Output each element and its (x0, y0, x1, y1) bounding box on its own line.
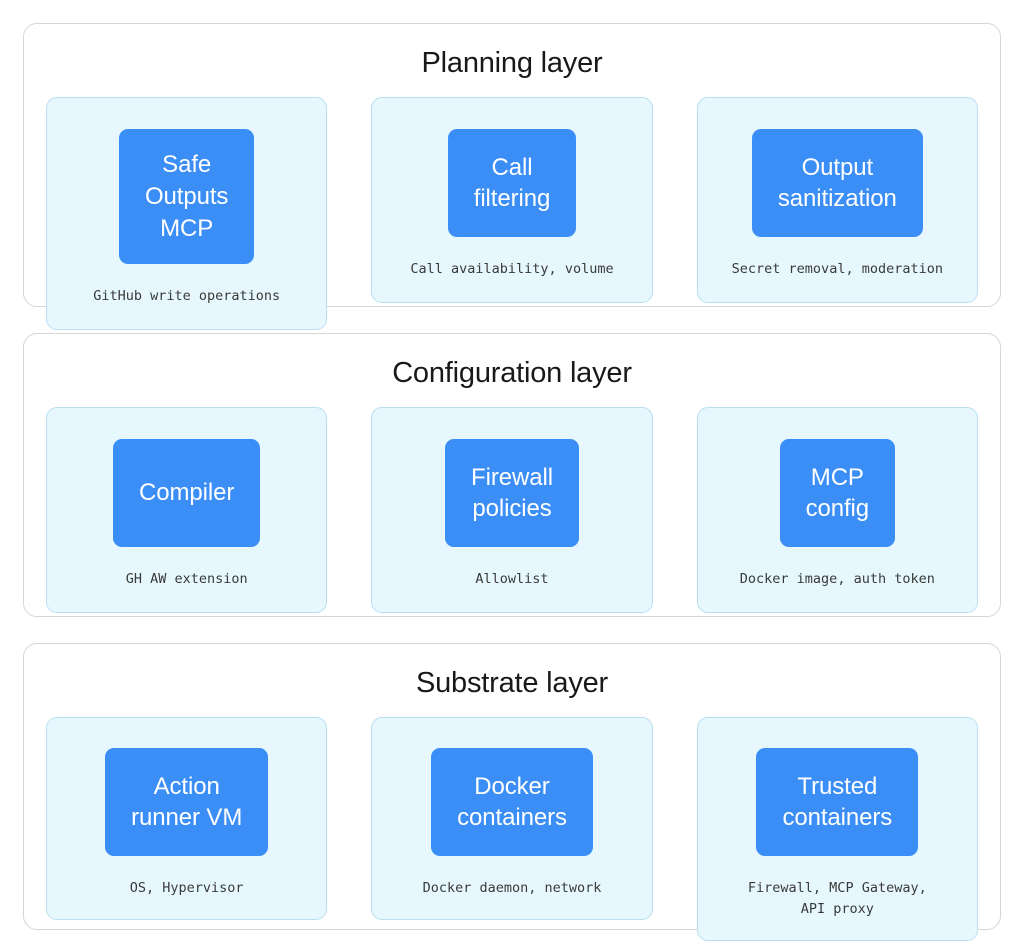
component-card-trusted-containers[interactable]: Trusted containers Firewall, MCP Gateway… (696, 717, 978, 942)
component-card-compiler[interactable]: Compiler GH AW extension (46, 407, 328, 614)
node-box-call-filtering: Call filtering (447, 129, 577, 238)
node-box-mcp-config: MCP config (779, 439, 896, 548)
component-caption: GH AW extension (125, 571, 248, 588)
layer-panel-substrate: Substrate layer Action runner VM OS, Hyp… (23, 643, 1001, 942)
component-caption: Docker image, auth token (739, 571, 935, 588)
layer-title-configuration: Configuration layer (392, 357, 632, 389)
component-card-call-filtering[interactable]: Call filtering Call availability, volume (371, 97, 653, 304)
node-box-output-sanitization: Output sanitization (751, 129, 923, 238)
layer-panel-planning: Planning layer Safe Outputs MCP GitHub w… (23, 23, 1001, 331)
component-row-substrate: Action runner VM OS, Hypervisor Docker c… (46, 717, 978, 942)
node-box-docker-containers: Docker containers (431, 748, 593, 857)
component-caption: GitHub write operations (93, 288, 281, 305)
node-box-firewall-policies: Firewall policies (445, 439, 579, 548)
layer-title-planning: Planning layer (421, 47, 603, 79)
component-card-mcp-config[interactable]: MCP config Docker image, auth token (696, 407, 978, 614)
component-caption: Docker daemon, network (422, 880, 602, 897)
component-row-planning: Safe Outputs MCP GitHub write operations… (46, 97, 978, 331)
node-box-trusted-containers: Trusted containers (756, 748, 919, 857)
node-box-safe-outputs-mcp: Safe Outputs MCP (118, 129, 255, 265)
layer-panel-configuration: Configuration layer Compiler GH AW exten… (23, 333, 1001, 617)
component-caption: Call availability, volume (410, 261, 614, 278)
layer-title-substrate: Substrate layer (415, 667, 609, 699)
component-row-configuration: Compiler GH AW extension Firewall polici… (46, 407, 978, 614)
component-card-firewall-policies[interactable]: Firewall policies Allowlist (371, 407, 653, 614)
component-card-action-runner-vm[interactable]: Action runner VM OS, Hypervisor (46, 717, 328, 921)
component-caption: OS, Hypervisor (129, 880, 244, 897)
component-caption: Secret removal, moderation (731, 261, 943, 278)
node-box-action-runner-vm: Action runner VM (105, 748, 269, 857)
component-card-safe-outputs-mcp[interactable]: Safe Outputs MCP GitHub write operations (46, 97, 328, 331)
component-caption: Firewall, MCP Gateway, API proxy (747, 880, 927, 918)
component-caption: Allowlist (475, 571, 549, 588)
node-box-compiler: Compiler (113, 439, 261, 548)
component-card-docker-containers[interactable]: Docker containers Docker daemon, network (371, 717, 653, 921)
component-card-output-sanitization[interactable]: Output sanitization Secret removal, mode… (696, 97, 978, 304)
